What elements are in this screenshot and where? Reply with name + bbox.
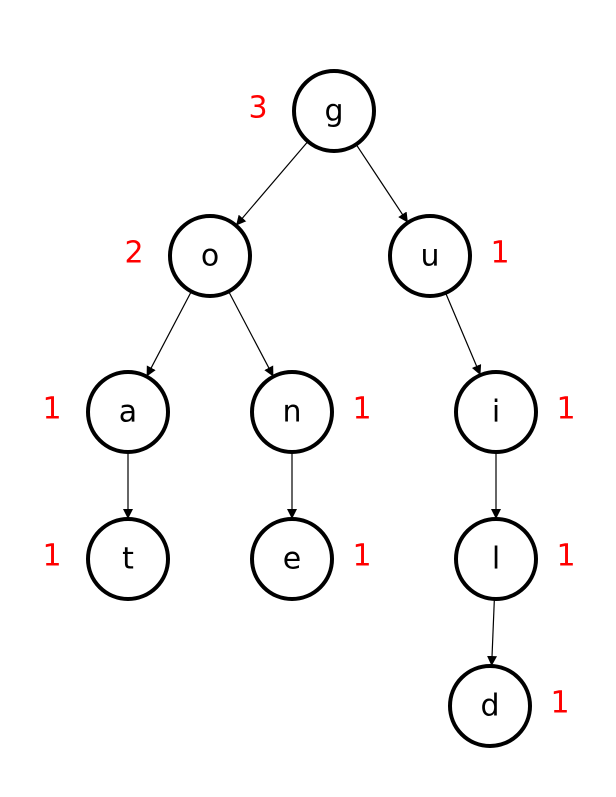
node-g: g3 xyxy=(248,69,376,153)
node-count-t: 1 xyxy=(42,539,61,574)
node-circle-l xyxy=(454,517,538,601)
edge-g-u xyxy=(355,144,408,223)
node-letter-i: i xyxy=(492,395,500,430)
node-circle-d xyxy=(448,664,532,748)
edge-o-a xyxy=(146,291,192,377)
edge-u-i xyxy=(445,292,482,376)
node-letter-o: o xyxy=(201,239,219,274)
node-a: a1 xyxy=(42,370,170,454)
edges-layer xyxy=(123,141,501,667)
node-letter-t: t xyxy=(122,542,134,577)
node-count-n: 1 xyxy=(352,392,371,427)
node-count-l: 1 xyxy=(556,539,575,574)
node-count-g: 3 xyxy=(248,91,267,126)
node-count-d: 1 xyxy=(550,686,569,721)
node-circle-u xyxy=(388,214,472,298)
node-count-i: 1 xyxy=(556,392,575,427)
node-letter-u: u xyxy=(420,239,439,274)
node-count-e: 1 xyxy=(352,539,371,574)
node-t: t1 xyxy=(42,517,170,601)
node-count-a: 1 xyxy=(42,392,61,427)
node-letter-d: d xyxy=(480,689,499,724)
node-o: o2 xyxy=(124,214,252,298)
node-letter-g: g xyxy=(324,94,343,129)
node-circle-a xyxy=(86,370,170,454)
node-letter-a: a xyxy=(119,395,137,430)
node-letter-l: l xyxy=(492,542,500,577)
node-letter-e: e xyxy=(283,542,301,577)
node-circle-e xyxy=(250,517,334,601)
edge-o-n xyxy=(228,291,274,377)
node-circle-i xyxy=(454,370,538,454)
node-circle-n xyxy=(250,370,334,454)
node-letter-n: n xyxy=(282,395,301,430)
edge-l-d xyxy=(487,598,498,667)
node-circle-g xyxy=(292,69,376,153)
node-circle-t xyxy=(86,517,170,601)
edge-g-o xyxy=(235,141,309,226)
node-count-o: 2 xyxy=(124,236,143,271)
node-circle-o xyxy=(168,214,252,298)
node-count-u: 1 xyxy=(490,236,509,271)
